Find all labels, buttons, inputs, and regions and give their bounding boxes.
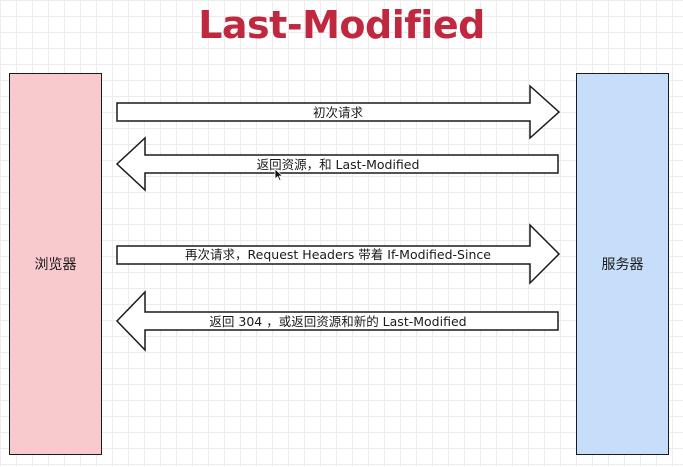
arrow-shape-4 <box>115 290 559 352</box>
message-arrow-1: 初次请求 <box>116 84 561 140</box>
message-label-2: 返回资源，和 Last-Modified <box>257 157 420 172</box>
message-arrow-3: 再次请求，Request Headers 带着 If-Modified-Sinc… <box>116 223 561 285</box>
diagram-title: Last-Modified <box>198 3 485 47</box>
message-label-4: 返回 304 ，或返回资源和新的 Last-Modified <box>209 314 466 329</box>
server-box: 服务器 <box>576 73 669 455</box>
mouse-cursor-icon <box>274 168 283 181</box>
browser-label: 浏览器 <box>34 257 77 273</box>
message-arrow-2: 返回资源，和 Last-Modified <box>115 136 559 192</box>
message-label-1: 初次请求 <box>313 105 364 120</box>
arrow-shape-3 <box>116 223 561 285</box>
message-arrow-4: 返回 304 ，或返回资源和新的 Last-Modified <box>115 290 559 352</box>
browser-box: 浏览器 <box>9 73 102 455</box>
message-label-3: 再次请求，Request Headers 带着 If-Modified-Sinc… <box>185 247 491 262</box>
arrow-shape-2 <box>115 136 559 192</box>
arrow-shape-1 <box>116 84 561 140</box>
server-label: 服务器 <box>601 257 644 273</box>
